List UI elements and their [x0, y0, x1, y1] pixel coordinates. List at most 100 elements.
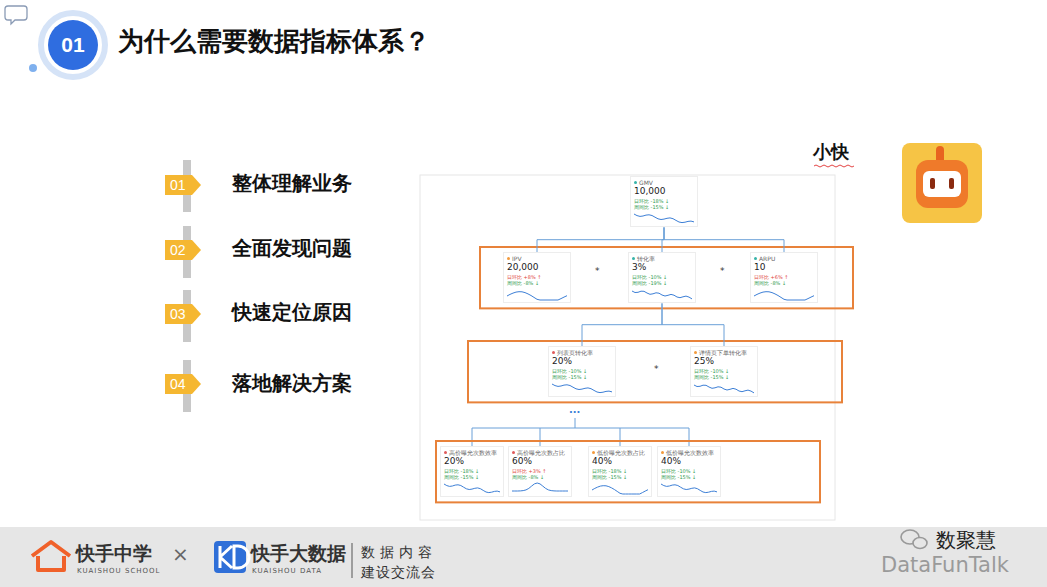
metric-dot	[634, 181, 637, 184]
sparkline	[592, 481, 648, 495]
metric-card: 高价曝光次数占比60%日环比 +3% ↑周同比 -8% ↓	[508, 446, 572, 497]
mascot	[902, 143, 982, 223]
metric-change: 日环比 +6% ↑	[754, 274, 789, 280]
number-badge: 03	[165, 304, 201, 324]
text-label: 快手中学	[76, 543, 152, 565]
badge-number: 02	[170, 242, 186, 258]
number-badge: 02	[165, 240, 201, 260]
metric-dot	[512, 451, 515, 454]
metric-name: 详情页下单转化率	[699, 349, 747, 356]
metric-change: 周同比 -15% ↓	[592, 474, 627, 480]
metric-name: 高价曝光次数效率	[449, 449, 497, 456]
metric-change: 周同比 -15% ↓	[694, 374, 729, 380]
text-label: 数聚慧	[936, 529, 996, 552]
text-label: DataFunTalk	[881, 553, 1009, 577]
text-label: 落地解决方案	[232, 372, 352, 395]
metric-value: 20%	[444, 456, 500, 468]
metric-name-row: GMV	[634, 179, 694, 186]
sparkline	[552, 381, 612, 395]
metric-change-row: 日环比 -10% ↓周同比 -15% ↓	[552, 368, 612, 381]
highlight-band	[436, 441, 820, 502]
sparkline	[661, 481, 717, 495]
badge-number: 04	[170, 376, 186, 392]
number-badge: 04	[165, 374, 201, 394]
metric-name-row: 低价曝光次数占比	[592, 449, 648, 456]
metric-dot	[694, 351, 697, 354]
tree-connector	[537, 227, 664, 252]
metric-name-row: 低价曝光次数效率	[661, 449, 717, 456]
metric-card: ARPU10日环比 +6% ↑周同比 -8% ↓	[750, 252, 818, 303]
metric-value: 3%	[632, 262, 692, 274]
metric-name: 低价曝光次数占比	[597, 449, 645, 456]
sparkline	[754, 287, 814, 301]
metric-name: IPV	[512, 255, 522, 262]
metric-card: 详情页下单转化率25%日环比 -10% ↓周同比 -15% ↓	[690, 346, 758, 397]
metric-change: 周同比 -8% ↓	[507, 280, 539, 286]
metric-value: 20%	[552, 356, 612, 368]
text-label: ×	[172, 543, 189, 566]
metric-dot	[754, 257, 757, 260]
metric-dot	[592, 451, 595, 454]
tree-connector	[664, 227, 784, 252]
sparkline-path	[552, 384, 612, 393]
metric-change: 周同比 -19% ↓	[632, 280, 667, 286]
metric-value: 40%	[592, 456, 648, 468]
sparkline-path	[507, 292, 567, 300]
screenshot-panel	[420, 175, 835, 520]
metric-change-row: 日环比 +6% ↑周同比 -8% ↓	[754, 274, 814, 287]
text-label: 数据内容	[361, 544, 437, 560]
text-label: 快手大数据	[251, 543, 346, 565]
section-number: 01	[61, 33, 84, 57]
text-label: *	[720, 266, 725, 276]
bubble-icon	[5, 6, 27, 24]
badge-number: 03	[170, 306, 186, 322]
metric-value: 10	[754, 262, 814, 274]
slide-title: 为什么需要数据指标体系？	[118, 27, 430, 57]
sparkline	[444, 481, 500, 495]
metric-change: 日环比 -10% ↓	[632, 274, 667, 280]
metric-card: GMV10,000日环比 -18% ↓周同比 -15% ↓	[630, 176, 698, 227]
sparkline-path	[661, 484, 717, 493]
title-dot	[29, 64, 37, 72]
metric-name-row: 转化率	[632, 255, 692, 262]
metric-dot	[661, 451, 664, 454]
text-label: *	[595, 266, 600, 276]
metric-change: 日环比 -10% ↓	[552, 368, 587, 374]
sparkline	[507, 287, 567, 301]
metric-dot	[552, 351, 555, 354]
text-label: 快速定位原因	[232, 301, 352, 324]
spell-underline	[814, 165, 854, 167]
sparkline-path	[592, 486, 648, 494]
metric-name-row: 高价曝光次数效率	[444, 449, 500, 456]
metric-change: 周同比 -15% ↓	[552, 374, 587, 380]
text-label: 小快	[813, 142, 849, 163]
metric-value: 60%	[512, 456, 568, 468]
metric-value: 20,000	[507, 262, 567, 274]
metric-card: 列表页转化率20%日环比 -10% ↓周同比 -15% ↓	[548, 346, 616, 397]
metric-change: 日环比 -10% ↓	[694, 368, 729, 374]
text-label: *	[654, 364, 659, 374]
text-label: 建设交流会	[361, 564, 436, 580]
metric-change: 周同比 -15% ↓	[444, 474, 479, 480]
metric-change-row: 日环比 +8% ↑周同比 -8% ↓	[507, 274, 567, 287]
wechat-icon	[901, 530, 927, 549]
metric-change: 日环比 +3% ↑	[512, 468, 547, 474]
badge-shape	[165, 175, 201, 195]
footer-divider	[352, 543, 353, 578]
school-logo	[32, 542, 70, 570]
data-logo	[214, 541, 249, 573]
sparkline	[512, 481, 568, 495]
metric-change: 周同比 -15% ↓	[634, 204, 669, 210]
highlight-band	[468, 341, 842, 402]
metric-name-row: IPV	[507, 255, 567, 262]
metric-change: 日环比 -18% ↓	[444, 468, 479, 474]
metric-change-row: 日环比 -10% ↓周同比 -15% ↓	[661, 468, 717, 481]
badge-number: 01	[170, 177, 186, 193]
text-label: 整体理解业务	[232, 172, 352, 195]
sparkline-path	[632, 291, 692, 299]
number-badge: 01	[165, 175, 201, 195]
sparkline-path	[694, 385, 754, 393]
metric-change: 日环比 -18% ↓	[634, 198, 669, 204]
footer-band	[0, 527, 1047, 587]
